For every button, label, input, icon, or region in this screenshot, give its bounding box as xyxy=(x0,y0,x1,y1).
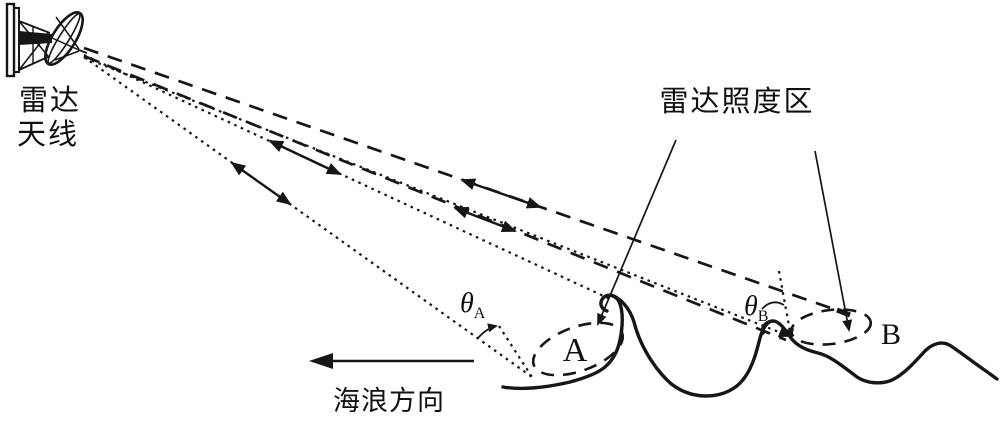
beam-a-ray-dotted xyxy=(83,56,533,378)
wave-front-profile xyxy=(609,293,999,398)
wave-direction-label: 海浪方向 xyxy=(333,386,445,416)
angle-theta-b xyxy=(761,270,794,339)
sea-wave xyxy=(501,293,999,398)
antenna-label-line1: 雷达 xyxy=(19,84,81,117)
radar-antenna xyxy=(5,2,88,78)
theta-b-label: θB xyxy=(744,291,768,325)
antenna-mast-inner-bar xyxy=(13,7,20,73)
footprint-ellipse-b xyxy=(789,308,873,346)
antenna-mast-outer-bar xyxy=(5,2,16,78)
angle-theta-a xyxy=(476,323,533,378)
propagation-arrow xyxy=(453,206,517,233)
illumination-zone-label: 雷达照度区 xyxy=(659,85,814,118)
propagation-arrow xyxy=(230,161,292,206)
region-a-label: A xyxy=(563,332,588,369)
theta-a-reference-line xyxy=(498,325,533,378)
theta-a-arc xyxy=(476,323,498,340)
antenna-feed-struts xyxy=(51,16,88,61)
beam-a-upper-dotted xyxy=(83,54,611,300)
theta-symbol: θ xyxy=(460,288,474,319)
region-b-label: B xyxy=(881,318,901,351)
antenna-feed-boom xyxy=(19,31,52,45)
propagation-arrow xyxy=(268,139,342,176)
wave-crest-hook xyxy=(760,319,774,335)
leader-arrow-to-b xyxy=(814,150,853,332)
theta-a-subscript: A xyxy=(474,305,486,322)
antenna-dish xyxy=(44,11,84,66)
theta-symbol: θ xyxy=(744,291,758,322)
left-arrowhead xyxy=(309,353,333,369)
theta-b-subscript: B xyxy=(758,308,769,325)
theta-b-arc xyxy=(761,301,785,310)
beam-b-terminal-dash xyxy=(836,307,851,318)
antenna-label-line2: 天线 xyxy=(17,118,79,151)
wave-back-and-curl xyxy=(501,293,624,391)
propagation-arrow xyxy=(460,178,542,209)
radar-beams xyxy=(83,46,851,378)
theta-a-label: θA xyxy=(460,288,486,322)
wave-direction-arrow xyxy=(309,353,474,369)
